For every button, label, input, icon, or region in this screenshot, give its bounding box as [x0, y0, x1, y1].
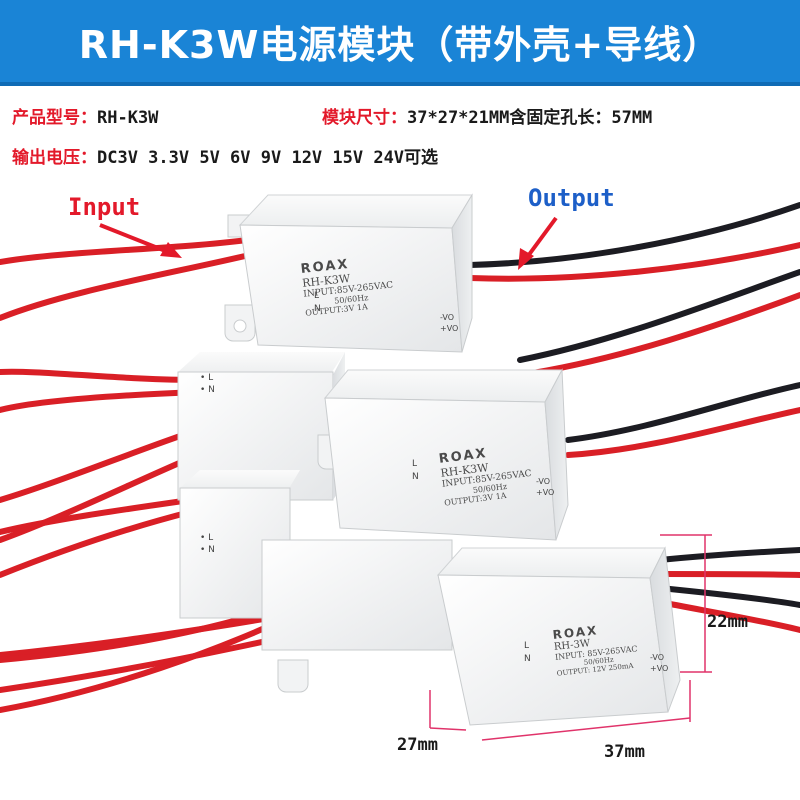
input-label: Input — [68, 193, 141, 221]
spec-model-value: RH-K3W — [97, 108, 159, 128]
svg-text:• N: • N — [200, 545, 215, 555]
rear-module-lower: • L • N — [179, 470, 453, 651]
svg-text:• L: • L — [200, 373, 213, 383]
svg-text:• N: • N — [200, 385, 215, 395]
spec-voltage: 输出电压：DC3V 3.3V 5V 6V 9V 12V 15V 24V可选 — [12, 143, 438, 168]
dimension-length: 37mm — [604, 742, 645, 762]
pin-l: L — [314, 291, 320, 301]
pin-n: N — [314, 304, 321, 314]
spec-model: 产品型号：RH-K3W — [12, 103, 158, 128]
pin-pos: +VO — [440, 324, 459, 333]
pin-n: N — [412, 472, 419, 482]
pin-pos: +VO — [650, 664, 669, 673]
spec-size-value: 37*27*21MM含固定孔长：57MM — [407, 108, 653, 128]
page-title: RH-K3W电源模块（带外壳+导线） — [78, 22, 722, 67]
spec-size-label: 模块尺寸： — [322, 108, 407, 128]
spec-model-label: 产品型号： — [12, 108, 97, 128]
spec-size: 模块尺寸：37*27*21MM含固定孔长：57MM — [322, 103, 652, 128]
spec-voltage-value: DC3V 3.3V 5V 6V 9V 12V 15V 24V可选 — [97, 148, 439, 168]
module-top-pins-in: L N — [314, 290, 321, 316]
module-middle — [317, 368, 569, 541]
dimension-height: 22mm — [707, 612, 748, 632]
module-front — [277, 546, 681, 726]
pin-l: L — [412, 459, 418, 469]
module-top — [224, 193, 473, 353]
module-front-pins-out: -VO +VO — [650, 652, 668, 674]
pin-n: N — [524, 654, 531, 664]
module-front-pins-in: L N — [524, 640, 531, 666]
svg-text:• L: • L — [200, 533, 213, 543]
pin-neg: -VO — [440, 313, 455, 322]
title-banner: RH-K3W电源模块（带外壳+导线） — [0, 0, 800, 86]
input-arrow — [99, 223, 182, 258]
module-middle-pins-in: L N — [412, 458, 419, 484]
spec-voltage-label: 输出电压： — [12, 148, 97, 168]
dimension-lines — [429, 534, 712, 741]
module-top-pins-out: -VO +VO — [440, 312, 458, 334]
module-middle-pins-out: -VO +VO — [536, 476, 554, 498]
dimension-width: 27mm — [397, 735, 438, 755]
output-label: Output — [528, 184, 615, 212]
pin-l: L — [524, 641, 530, 651]
pin-pos: +VO — [536, 488, 555, 497]
pin-neg: -VO — [536, 477, 551, 486]
pin-neg: -VO — [650, 653, 665, 662]
output-arrow — [518, 216, 558, 270]
